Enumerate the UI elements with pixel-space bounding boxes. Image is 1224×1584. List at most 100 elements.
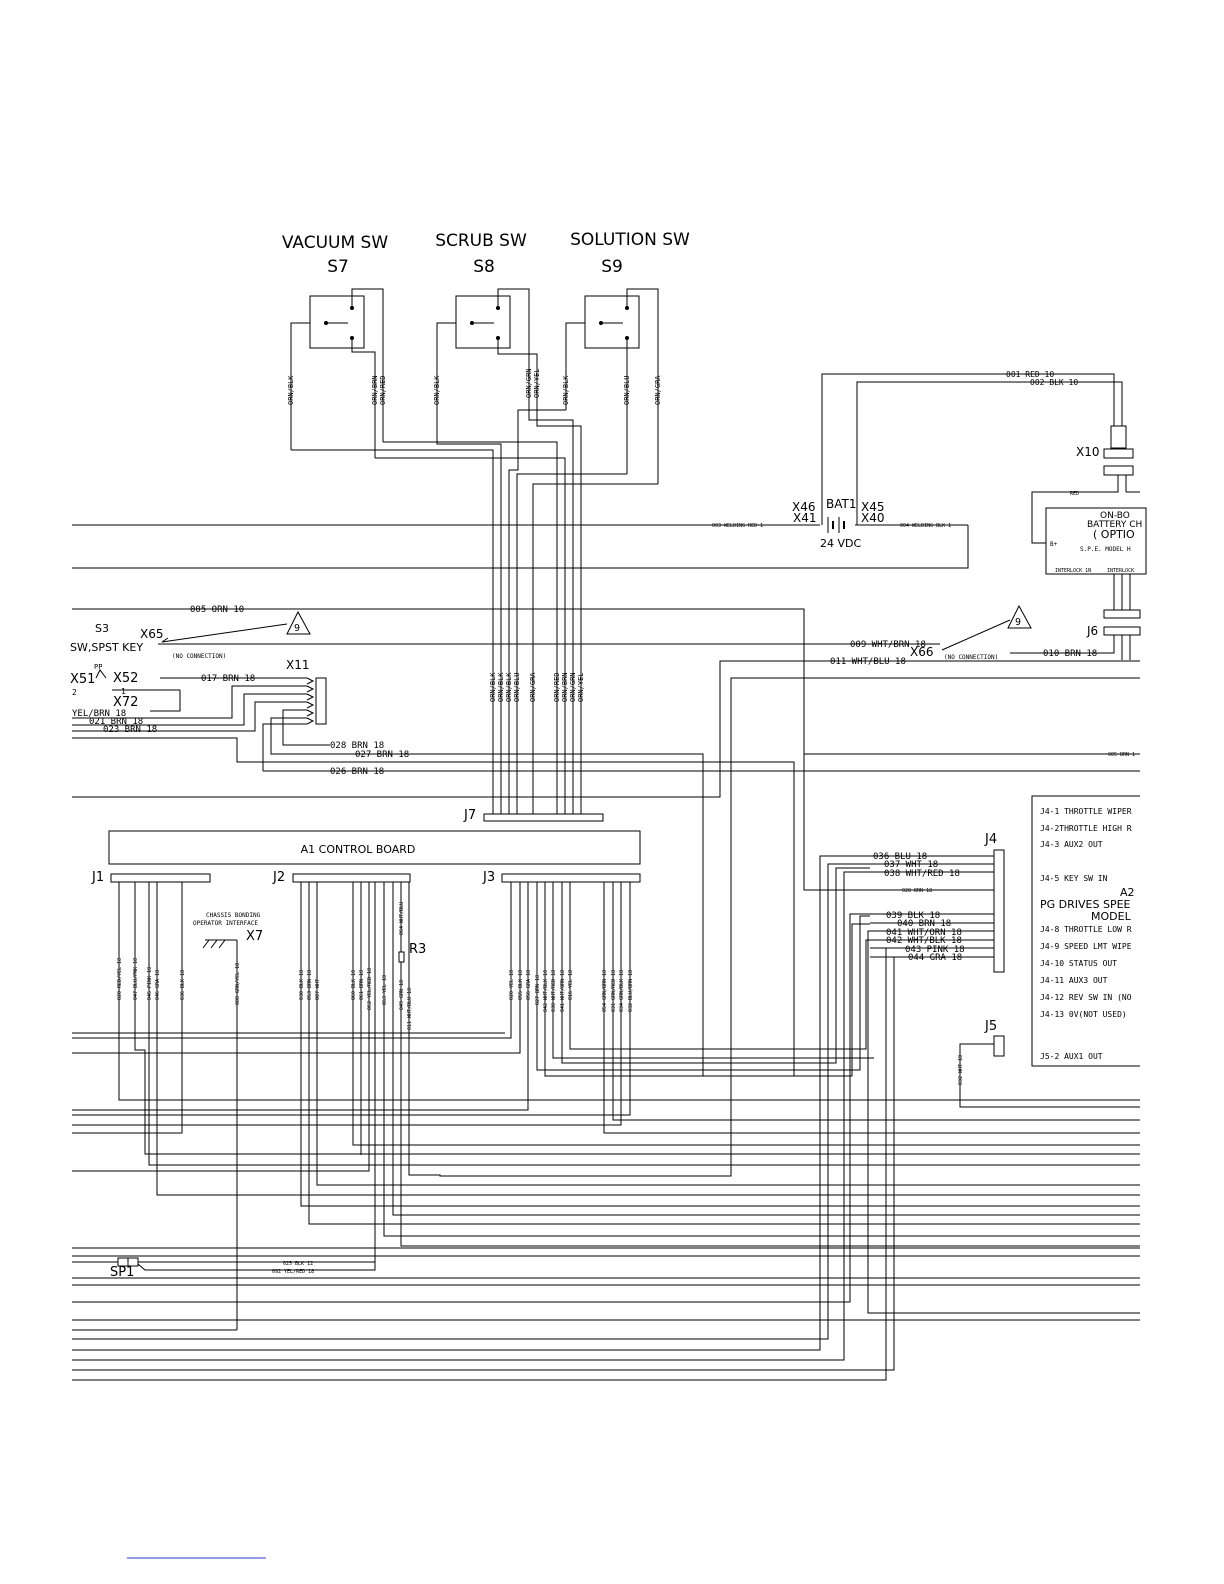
- a2-pin-label: J4-9 SPEED LMT WIPE: [1040, 942, 1132, 951]
- wire-041-label: 041 WHT/ORN 18: [886, 928, 962, 938]
- switch-wire-labels: ORN/BLK ORN/BRN ORN/RED ORN/BLK ORN/GRN …: [287, 368, 662, 405]
- x65-label: X65: [140, 627, 164, 641]
- r3-label: R3: [409, 942, 426, 957]
- j7-wire-label: ORN/BLU: [513, 672, 521, 702]
- pin-1-label: 1: [121, 687, 126, 696]
- j4-connector: J4 036 BLU 18 037 WHT 18 038 WHT/RED 18 …: [72, 832, 1140, 1381]
- x40-label: X40: [861, 511, 885, 525]
- charger-box: [1045, 507, 1147, 575]
- wire-017-label: 017 BRN 18: [201, 674, 255, 684]
- wire-027-label: 027 BRN 18: [355, 750, 409, 760]
- a2-pin-label: J4-13 0V(NOT USED): [1040, 1010, 1127, 1019]
- x52-label: X52: [113, 671, 138, 686]
- s9-wire-3-label: ORN/GRA: [654, 375, 662, 405]
- j3-wires: [72, 867, 1140, 1134]
- j7-wire-label: ORN/GRN: [569, 672, 577, 702]
- a2-pin-label: J4-3 AUX2 OUT: [1040, 840, 1103, 849]
- j5-connector: J5 032 WHT 18: [958, 1019, 1140, 1108]
- a2-pin-label: J5-2 AUX1 OUT: [1040, 1052, 1103, 1061]
- x51-label: X51: [70, 672, 95, 687]
- chassis-ground-icon: [202, 939, 238, 1330]
- wire-040-label: 040 BRN 18: [897, 919, 951, 929]
- j5-wire-label: 032 WHT 18: [958, 1055, 964, 1085]
- charger-interlock-2: INTERLOCK: [1107, 568, 1134, 574]
- switch-s9-body: [584, 295, 640, 349]
- bonding-label-2: OPERATOR INTERFACE: [193, 920, 258, 927]
- wire-010-label: 010 BRN 18: [1043, 649, 1097, 659]
- wire-042-label: 042 WHT/BLK 18: [886, 936, 962, 946]
- j3-wire-label: 042 WHT/BLK 18: [543, 970, 549, 1012]
- j7-wire-label: ORN/BRN: [561, 672, 569, 702]
- s8-wire-2-label: ORN/GRN: [525, 368, 533, 398]
- j1-wire-label: 046 GRA 18: [155, 970, 161, 1000]
- j1-wire-label: 020 RED/YEL 18: [117, 958, 123, 1000]
- wire-043-label: 043 PINK 18: [905, 945, 965, 955]
- pp-label: PP: [94, 663, 102, 671]
- j3-connector: [501, 873, 641, 883]
- switch-s7-body: [309, 295, 365, 349]
- s7-wire-3-label: ORN/RED: [379, 375, 387, 405]
- j2-wire-label: 049 GRN 18: [399, 980, 405, 1010]
- wire-003-label: 003 WELDING RED 1: [712, 523, 763, 529]
- a2-pg-drives: J4-1 THROTTLE WIPER J4-2THROTTLE HIGH R …: [1031, 795, 1140, 1067]
- j1-wires: [72, 882, 1140, 1196]
- j3-label: J3: [482, 870, 495, 885]
- bottom-bus-lines: [72, 1032, 1140, 1331]
- a2-pin-label: J4-10 STATUS OUT: [1040, 959, 1117, 968]
- battery-voltage: 24 VDC: [820, 537, 861, 550]
- pin-2-label: 2: [72, 688, 77, 697]
- j2-wires: [72, 677, 1140, 1271]
- wire-011-label: 011 WHT/BLU 18: [830, 657, 906, 667]
- j7-wire-label: ORN/RED: [553, 672, 561, 702]
- charger-section: 001 RED 10 002 BLK 10 X10 RED ON-BO BATT…: [821, 370, 1147, 638]
- charger-bplus: B+: [1050, 541, 1058, 548]
- wire-025-label: 025 BLK 12: [283, 1261, 313, 1267]
- j7-connector: J7: [463, 808, 604, 823]
- j1-label: J1: [91, 870, 104, 885]
- solution-switch-s9: SOLUTION SW S9: [565, 230, 690, 484]
- j3-wire-label: 041 WHT/ORN 18: [560, 970, 566, 1012]
- j1-wire-label: 047 BLU/PNK 18: [133, 958, 139, 1000]
- no-connection-label-2: (NO CONNECTION): [944, 654, 998, 661]
- j7-wire-label: ORN/BLK: [497, 672, 505, 702]
- x7-wire-label: 088 GRN/YEL 18: [235, 963, 241, 1005]
- wire-005-label: 005 ORN 10: [190, 605, 244, 615]
- j2-wire-label: 061 BRN 18: [359, 970, 365, 1000]
- charger-title-2: BATTERY CH: [1087, 520, 1142, 530]
- battery-ref: BAT1: [826, 497, 856, 511]
- scrub-switch-s8: SCRUB SW S8: [435, 231, 538, 435]
- wire-001-label: 001 RED 10: [1006, 370, 1054, 379]
- a2-model: MODEL: [1091, 910, 1132, 923]
- switch-s8-body: [455, 295, 511, 349]
- j7-wire-label: ORN/YEL: [577, 672, 585, 702]
- j1-wire-label: 045 PINK 18: [147, 967, 153, 1000]
- control-board-box: [108, 830, 641, 865]
- switch-s9-title: SOLUTION SW: [570, 230, 690, 250]
- s9-wire-1-label: ORN/BLK: [562, 375, 570, 405]
- switch-s8-title: SCRUB SW: [435, 231, 527, 251]
- j3-wire-label: 020 YEL 18: [509, 970, 515, 1000]
- s7-wire-1-label: ORN/BLK: [287, 375, 295, 405]
- a2-pin-label: J4-8 THROTTLE LOW R: [1040, 925, 1132, 934]
- charger-title-3: ( OPTIO: [1093, 528, 1135, 541]
- a2-pin-label: J4-11 AUX3 OUT: [1040, 976, 1108, 985]
- wire-039-label: 039 BLK 18: [886, 911, 940, 921]
- a2-ref: A2: [1120, 886, 1135, 899]
- j7-wire-label: ORN/BLK: [505, 672, 513, 702]
- j3-wire-label: 016 YEL 18: [568, 970, 574, 1000]
- j6-label: J6: [1086, 624, 1098, 638]
- callout-number: 9: [294, 623, 300, 634]
- j3-wire-label: 034 GRN/BLK 18: [619, 970, 625, 1012]
- j1-connector: [110, 873, 211, 883]
- j3-wire-labels: 020 YEL 18 055 BLK 18 056 GRA 18 027 BRN…: [509, 970, 634, 1012]
- switch-to-j7-wires: [291, 408, 658, 815]
- wire-009-label: 009 WHT/BRN 18: [850, 640, 926, 650]
- s7-wire-2-label: ORN/BRN: [371, 375, 379, 405]
- a2-pin-label: J4-1 THROTTLE WIPER: [1040, 807, 1132, 816]
- j7-wire-labels: ORN/BLK ORN/BLK ORN/BLK ORN/BLU ORN/GRA …: [489, 672, 585, 702]
- x11-connector: [306, 677, 327, 725]
- charger-interlock-1: INTERLOCK 1N: [1055, 568, 1091, 574]
- a2-pin-label: J4-2THROTTLE HIGH R: [1040, 824, 1132, 833]
- j2-connector: [292, 873, 411, 883]
